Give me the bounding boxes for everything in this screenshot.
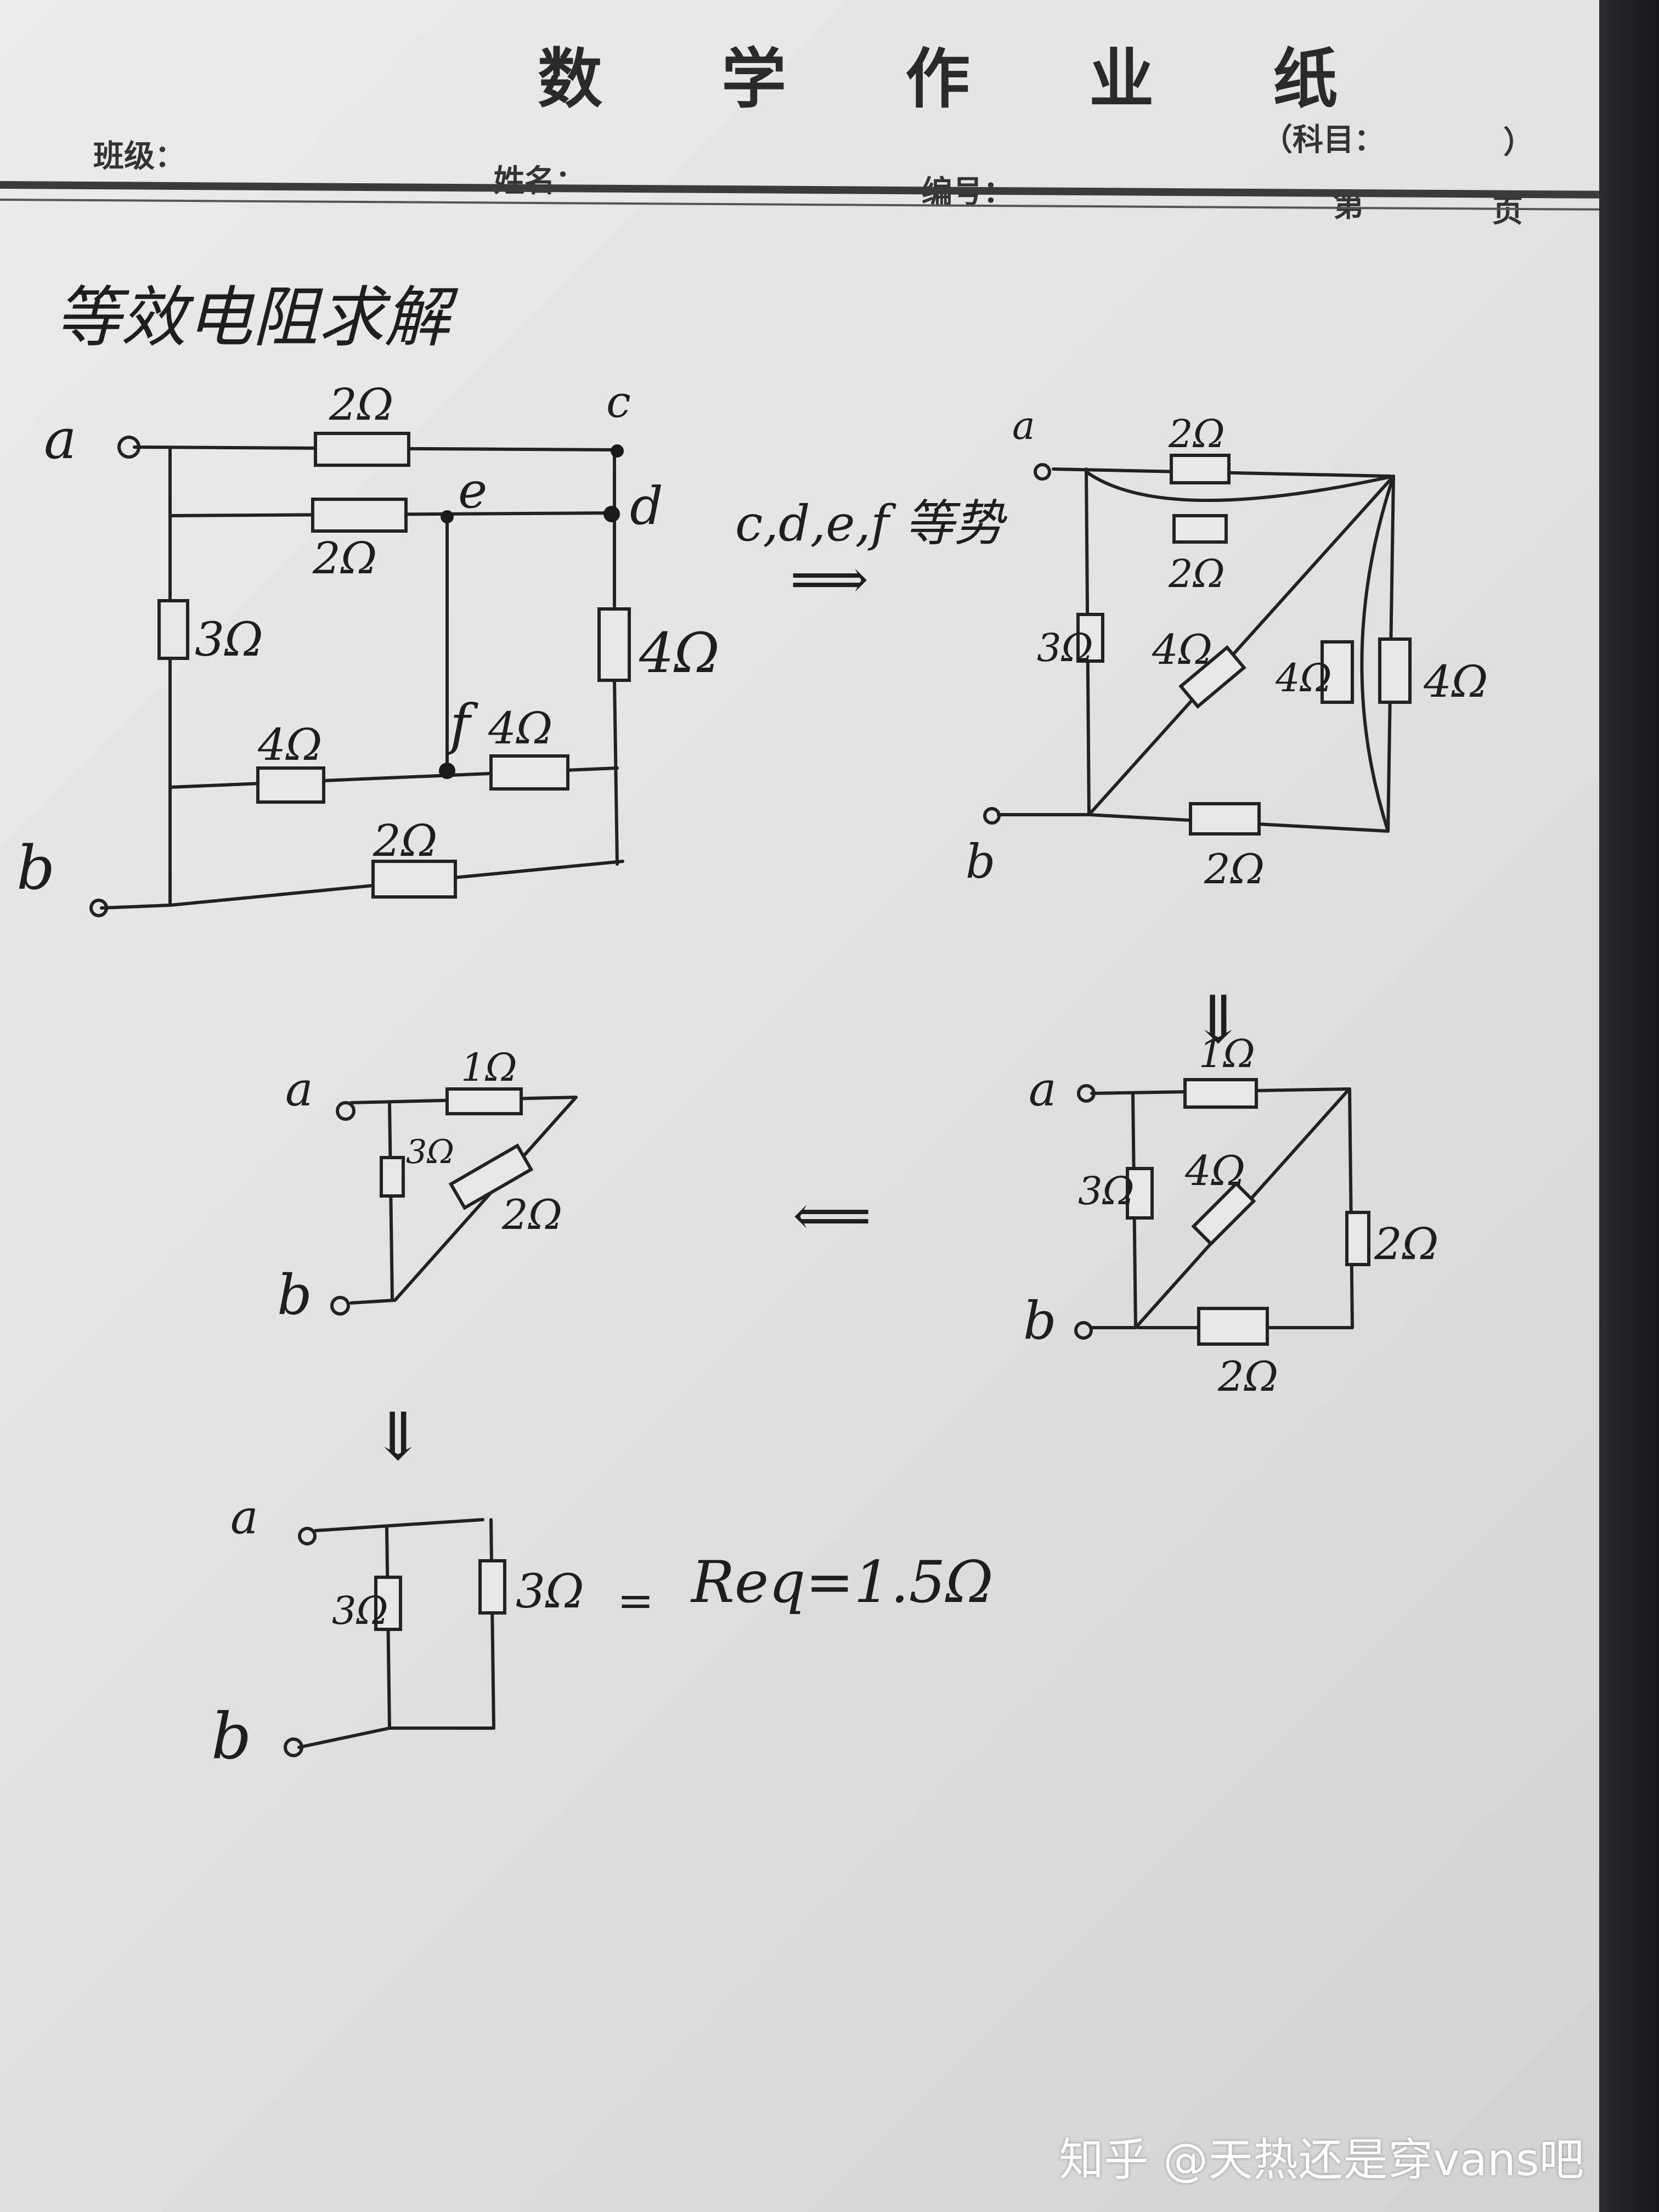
circuit-triangle: a b 1Ω 3Ω 2Ω [277,1045,578,1327]
c2-r-bottom: 2Ω [1204,845,1265,893]
c1-r-top: 2Ω [329,379,393,430]
handwritten-notes: 等效电阻求解 a b c d e f 2Ω 2Ω 3Ω [16,280,1488,1774]
note-heading: 等效电阻求解 [55,280,459,356]
subject-label: （科目： [1262,122,1385,158]
c4-node-b: b [277,1263,312,1327]
c3-r-right: 2Ω [1374,1218,1438,1269]
c1-r-bottom-right: 4Ω [488,703,552,754]
c3-r-top: 1Ω [1199,1031,1255,1076]
c1-node-d: d [630,476,663,537]
subject-close: ） [1503,125,1534,161]
c3-r-bottom: 2Ω [1217,1352,1278,1401]
circuit-redrawn: a b 2Ω 2Ω 3Ω 4Ω 4Ω 4Ω 2Ω [966,403,1488,893]
arrow-down-2: ⇓ [370,1399,426,1475]
c4-node-a: a [285,1063,313,1117]
c5-r-right: 3Ω [516,1565,584,1619]
circuit-original: a b c d e f 2Ω 2Ω 3Ω 4Ω 4Ω 4Ω 2Ω [16,376,720,917]
c1-r-mid: 2Ω [312,533,377,584]
c3-node-a: a [1029,1063,1057,1117]
c4-r-diag: 2Ω [501,1190,562,1239]
c2-r-diag: 4Ω [1152,625,1212,674]
c1-r-bottom-left: 4Ω [257,719,322,770]
c1-r-right: 4Ω [639,621,720,685]
arrow-down-1: ⇓ [1190,982,1246,1058]
c4-r-top: 1Ω [461,1045,517,1090]
c2-r-right1: 4Ω [1275,656,1332,701]
result-equals: = [617,1575,654,1626]
zhihu-watermark: 知乎 @天热还是穿vans吧 [1059,2134,1584,2186]
c1-node-b: b [16,833,55,903]
result-text: Req=1.5Ω [690,1549,993,1616]
c3-node-b: b [1023,1291,1057,1351]
equipotential-note: c,d,e,f 等势 [735,495,1008,552]
name-label: 姓名： [494,163,586,199]
c1-node-a: a [44,407,77,471]
c2-r-right2: 4Ω [1423,656,1488,707]
c5-node-a: a [230,1491,258,1545]
worksheet-title: 数 学 作 业 纸 [538,41,1386,117]
c1-r-bottom: 2Ω [373,815,437,866]
circuit-simplified: a b 1Ω 3Ω 4Ω 2Ω 2Ω [1023,1031,1438,1401]
c2-node-b: b [966,835,995,889]
c1-r-left: 3Ω [195,613,263,667]
c4-r-left: 3Ω [406,1133,454,1171]
c1-node-c: c [606,376,631,427]
c1-node-f: f [446,692,478,757]
c3-r-left: 3Ω [1078,1169,1135,1214]
arrow-right: ⟹ [790,547,868,611]
circuit-parallel: a b 3Ω 3Ω [211,1491,584,1774]
c5-r-left: 3Ω [332,1588,388,1633]
class-label: 班级： [93,139,185,174]
c3-r-diag: 4Ω [1184,1147,1245,1195]
c1-node-e: e [458,462,487,520]
c5-node-b: b [211,1700,252,1774]
page-suffix: 页 [1492,194,1523,229]
background-edge [1599,0,1659,2212]
arrow-left: ⟸ [793,1183,871,1248]
c2-node-a: a [1012,403,1035,448]
c2-r-top2: 2Ω [1168,551,1225,596]
c2-r-top1: 2Ω [1168,411,1225,456]
c2-r-left: 3Ω [1037,625,1093,670]
